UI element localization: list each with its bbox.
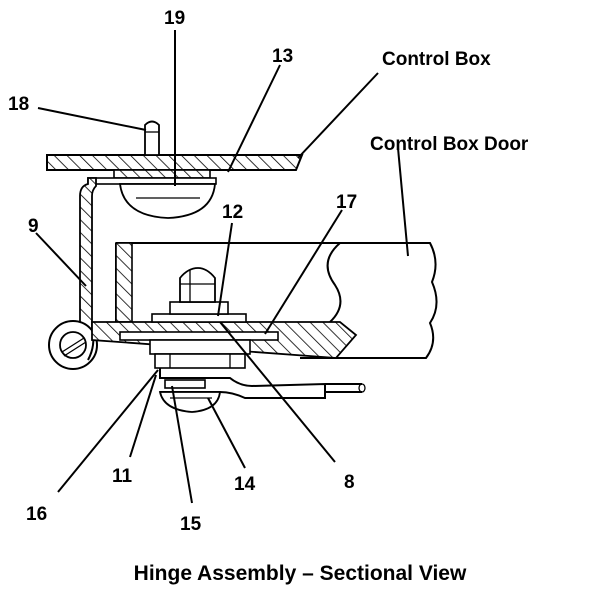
label-16: 16 [26,504,47,525]
leader-lines [35,30,409,504]
label-13: 13 [272,46,293,67]
plate-17 [119,331,279,341]
nut-19 [118,183,216,219]
label-19: 19 [164,8,185,29]
bushing-16 [154,353,246,369]
label-15: 15 [180,514,202,535]
label-12: 12 [222,202,243,223]
stud-upper [179,267,216,303]
label-14: 14 [234,474,256,495]
hinge-bracket-9 [79,177,97,331]
label-9: 9 [28,216,39,237]
door-edge [115,242,133,323]
washer-15 [164,379,206,389]
label-17: 17 [336,192,357,213]
label-control-box-door: Control Box Door [370,134,529,155]
washer-12 [151,313,247,323]
label-18: 18 [8,94,29,115]
spacer-11 [149,339,251,355]
label-control-box: Control Box [382,49,491,70]
label-11: 11 [112,466,133,487]
diagram-caption: Hinge Assembly – Sectional View [134,562,467,585]
control-box-door [116,242,438,359]
stud-18 [144,120,160,156]
washer-13 [113,169,211,179]
label-8: 8 [344,472,355,493]
